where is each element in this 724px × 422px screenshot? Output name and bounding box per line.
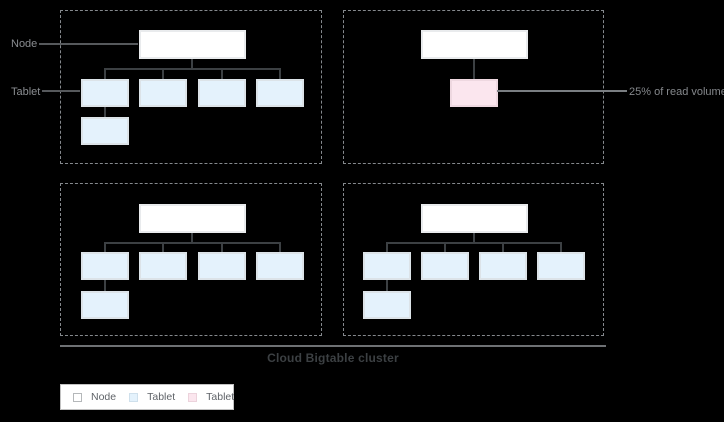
tablet-box xyxy=(139,79,187,107)
connector-line xyxy=(221,69,223,79)
tablet-callout-label: Tablet xyxy=(11,86,41,98)
connector-line xyxy=(104,280,106,291)
connector-line xyxy=(191,233,193,243)
connector-line xyxy=(386,242,562,244)
connector-line xyxy=(104,107,106,117)
tablet-box xyxy=(81,291,129,319)
connector-line xyxy=(279,69,281,79)
cluster-bracket-line xyxy=(60,345,606,347)
tablet-box xyxy=(81,252,129,280)
tablet-box xyxy=(256,79,304,107)
hot-tablet-box xyxy=(450,79,498,107)
legend-item-tablet: Tablet xyxy=(129,390,176,403)
connector-line xyxy=(162,243,164,252)
connector-line xyxy=(104,69,106,79)
read-volume-callout-line xyxy=(497,90,627,92)
hot-tablet-swatch xyxy=(188,392,198,402)
tablet-box xyxy=(537,252,585,280)
legend-item-node: Node xyxy=(73,390,117,403)
node-callout-label: Node xyxy=(11,38,38,50)
connector-line xyxy=(279,243,281,252)
legend: Node Tablet Tablet xyxy=(60,384,234,410)
tablet-box xyxy=(479,252,527,280)
connector-line xyxy=(104,68,281,70)
tablet-box xyxy=(363,291,411,319)
node-panel-4 xyxy=(343,183,604,336)
node-box xyxy=(421,204,528,233)
legend-label: Node xyxy=(91,390,117,403)
read-volume-label: 25% of read volume xyxy=(629,86,724,98)
legend-label: Tablet xyxy=(206,390,235,403)
tablet-box xyxy=(139,252,187,280)
tablet-box xyxy=(81,79,129,107)
connector-line xyxy=(386,243,388,252)
connector-line xyxy=(560,243,562,252)
tablet-box xyxy=(363,252,411,280)
node-swatch xyxy=(73,392,82,402)
connector-line xyxy=(502,243,504,252)
tablet-box xyxy=(256,252,304,280)
connector-line xyxy=(444,243,446,252)
tablet-box xyxy=(81,117,129,145)
legend-label: Tablet xyxy=(147,390,176,403)
connector-line xyxy=(386,280,388,291)
node-box xyxy=(139,204,246,233)
tablet-box xyxy=(421,252,469,280)
tablet-swatch xyxy=(129,392,139,402)
connector-line xyxy=(162,69,164,79)
connector-line xyxy=(221,243,223,252)
node-panel-3 xyxy=(60,183,322,336)
connector-line xyxy=(191,59,193,69)
node-box xyxy=(139,30,246,59)
node-callout-line xyxy=(39,43,138,45)
tablet-box xyxy=(198,79,246,107)
node-panel-1 xyxy=(60,10,322,164)
cluster-title: Cloud Bigtable cluster xyxy=(267,351,399,365)
tablet-callout-line xyxy=(42,90,80,92)
connector-line xyxy=(473,59,475,79)
connector-line xyxy=(104,242,281,244)
node-panel-2 xyxy=(343,10,604,164)
connector-line xyxy=(473,233,475,243)
tablet-box xyxy=(198,252,246,280)
legend-item-hot-tablet: Tablet xyxy=(188,390,235,403)
connector-line xyxy=(104,243,106,252)
node-box xyxy=(421,30,528,59)
